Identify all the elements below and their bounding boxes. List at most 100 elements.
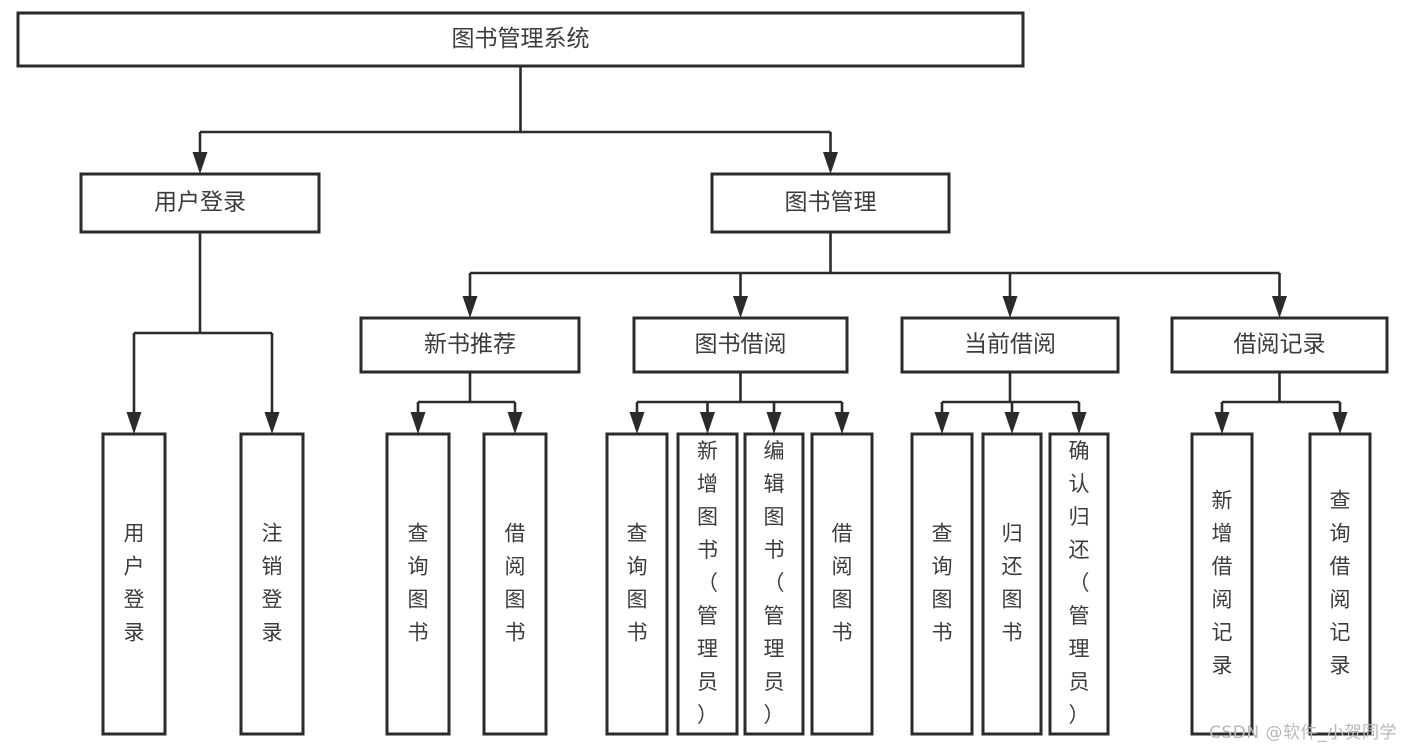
node-label-borrow-record: 借阅记录 [1234,332,1326,358]
connector-e-currentborrow-confirm [1071,402,1087,434]
node-label-leaf-query-book-rec: 查询图书 [408,522,429,645]
connector-e-newbookrec-borrow [507,402,523,434]
arrow-head-icon [823,152,838,174]
node-box-leaf-query-record[interactable] [1308,432,1372,736]
node-label-leaf-borrow-book: 借阅图书 [832,522,853,645]
arrow-head-icon [733,296,748,318]
node-leaf-confirm-return[interactable]: 确认归还（管理员） [1048,432,1110,736]
node-label-leaf-return-book: 归还图书 [1002,522,1023,645]
node-label-leaf-logout: 注销登录 [262,522,283,645]
node-box-leaf-query-book-rec[interactable] [385,432,451,736]
connector-group-root [192,66,838,174]
connector-e-currentborrow-query [934,402,950,434]
node-box-leaf-add-record[interactable] [1190,432,1254,736]
connector-group-book-borrow [629,372,850,434]
node-box-new-book-rec[interactable] [359,316,581,374]
connector-group-book-manage [462,232,1287,318]
node-user-login[interactable]: 用户登录 [79,172,321,234]
node-label-leaf-edit-book: 编辑图书（管理员） [764,439,785,727]
connector-e-currentborrow-return [1004,402,1020,434]
connector-e-userlogin-leaf2 [264,333,280,434]
node-box-leaf-query-book-current[interactable] [910,432,974,736]
arrow-head-icon [1214,412,1230,434]
connector-e-bookborrow-query [629,402,645,434]
node-box-leaf-logout[interactable] [239,432,305,736]
node-leaf-query-book-rec[interactable]: 查询图书 [385,432,451,736]
node-leaf-edit-book[interactable]: 编辑图书（管理员） [743,432,805,736]
arrow-head-icon [192,152,208,174]
node-leaf-query-book-current[interactable]: 查询图书 [910,432,974,736]
node-box-borrow-record[interactable] [1170,316,1389,374]
connector-e-borrowrecord-add [1214,402,1230,434]
node-box-leaf-confirm-return[interactable] [1048,432,1110,736]
node-label-user-login: 用户登录 [154,190,246,216]
node-box-leaf-edit-book[interactable] [743,432,805,736]
connector-e-newbookrec-query [410,402,426,434]
arrow-head-icon [1332,412,1348,434]
arrow-head-icon [766,412,782,434]
node-label-root: 图书管理系统 [452,26,590,52]
node-label-leaf-query-book-borrow: 查询图书 [627,522,648,645]
node-leaf-logout[interactable]: 注销登录 [239,432,305,736]
node-leaf-query-book-borrow[interactable]: 查询图书 [605,432,669,736]
node-leaf-return-book[interactable]: 归还图书 [981,432,1043,736]
arrow-head-icon [1071,412,1087,434]
node-box-leaf-borrow-book-rec[interactable] [482,432,548,736]
node-box-user-login[interactable] [79,172,321,234]
arrow-head-icon [462,296,478,318]
connector-group-new-book-rec [410,372,523,434]
arrow-head-icon [629,412,645,434]
node-label-leaf-add-book: 新增图书（管理员） [697,439,718,727]
arrow-head-icon [126,412,142,434]
connector-e-root-userlogin [192,132,208,174]
node-box-leaf-user-login[interactable] [101,432,167,736]
node-leaf-borrow-book[interactable]: 借阅图书 [810,432,874,736]
node-book-manage[interactable]: 图书管理 [710,172,951,234]
node-box-leaf-borrow-book[interactable] [810,432,874,736]
node-box-leaf-return-book[interactable] [981,432,1043,736]
connector-e-bookborrow-edit [766,402,782,434]
node-label-current-borrow: 当前借阅 [964,332,1056,358]
node-leaf-query-record[interactable]: 查询借阅记录 [1308,432,1372,736]
node-label-leaf-user-login: 用户登录 [124,522,145,645]
arrow-head-icon [1002,296,1018,318]
node-borrow-record[interactable]: 借阅记录 [1170,316,1389,374]
node-leaf-user-login[interactable]: 用户登录 [101,432,167,736]
arrow-head-icon [700,412,715,434]
node-new-book-rec[interactable]: 新书推荐 [359,316,581,374]
node-label-leaf-add-record: 新增借阅记录 [1212,489,1233,678]
connector-e-borrowrecord-query [1332,402,1348,434]
node-label-leaf-query-book-current: 查询图书 [932,522,953,645]
node-leaf-add-record[interactable]: 新增借阅记录 [1190,432,1254,736]
arrow-head-icon [1004,412,1020,434]
node-current-borrow[interactable]: 当前借阅 [900,316,1120,374]
connector-e-bookmanage-bookborrow [733,273,748,318]
node-box-book-manage[interactable] [710,172,951,234]
connector-e-bookmanage-currentborrow [1002,273,1018,318]
arrow-head-icon [934,412,950,434]
arrow-head-icon [410,412,426,434]
node-book-borrow[interactable]: 图书借阅 [632,316,849,374]
node-root[interactable]: 图书管理系统 [16,11,1025,68]
arrow-head-icon [1272,296,1287,318]
connector-group-user-login [126,232,280,434]
connector-e-bookborrow-borrow [834,402,850,434]
node-label-leaf-confirm-return: 确认归还（管理员） [1069,439,1090,727]
connector-group-borrow-record [1214,372,1348,434]
node-label-leaf-borrow-book-rec: 借阅图书 [505,522,526,645]
node-label-leaf-query-record: 查询借阅记录 [1330,489,1351,678]
connector-e-root-bookmanage [823,132,838,174]
node-leaf-add-book[interactable]: 新增图书（管理员） [676,432,739,736]
node-label-new-book-rec: 新书推荐 [424,332,516,358]
node-box-root[interactable] [16,11,1025,68]
node-box-leaf-query-book-borrow[interactable] [605,432,669,736]
connector-e-userlogin-leaf1 [126,333,142,434]
node-box-book-borrow[interactable] [632,316,849,374]
node-leaf-borrow-book-rec[interactable]: 借阅图书 [482,432,548,736]
node-layer: 图书管理系统用户登录图书管理新书推荐图书借阅当前借阅借阅记录用户登录注销登录查询… [16,11,1389,736]
node-box-leaf-add-book[interactable] [676,432,739,736]
node-box-current-borrow[interactable] [900,316,1120,374]
arrow-head-icon [507,412,523,434]
